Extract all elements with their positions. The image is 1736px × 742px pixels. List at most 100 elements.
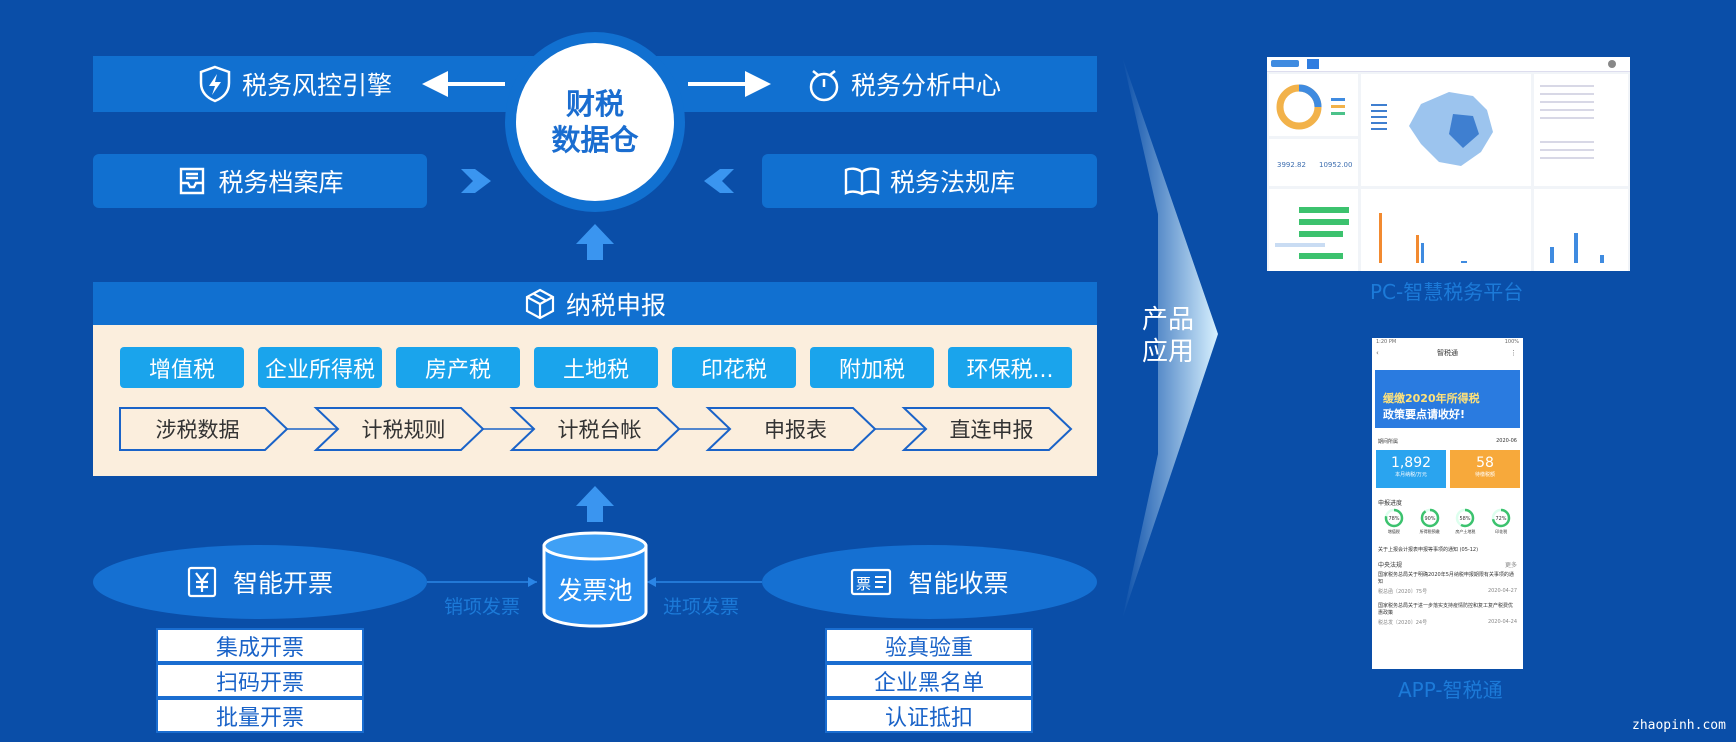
tax-risk-engine[interactable]: 税务风控引擎 bbox=[198, 62, 392, 106]
app-card-pending[interactable]: 58 待缴税额 bbox=[1450, 450, 1520, 488]
pc-number-1: 3992.82 bbox=[1277, 161, 1306, 169]
tax-type-pill[interactable]: 印花税 bbox=[672, 347, 796, 388]
smart-receiving[interactable]: 票 智能收票 bbox=[762, 545, 1097, 619]
tax-filing-title: 纳税申报 bbox=[565, 290, 666, 320]
tax-law-library[interactable]: 税务法规库 bbox=[762, 154, 1097, 208]
invoice-pool-label: 发票池 bbox=[557, 576, 633, 605]
input-invoice-label: 进项发票 bbox=[663, 596, 740, 618]
app-card-tax-label: 本月纳税/万元 bbox=[1395, 472, 1427, 478]
yen-icon bbox=[187, 566, 217, 598]
pc-panel-bars bbox=[1269, 189, 1358, 271]
pc-panel-columns bbox=[1361, 189, 1531, 271]
data-warehouse[interactable]: 财税 数据仓 bbox=[516, 43, 674, 201]
method-item[interactable]: 扫码开票 bbox=[156, 663, 364, 698]
app-law-more[interactable]: 更多 bbox=[1504, 562, 1517, 569]
tax-archive-label: 税务档案库 bbox=[218, 168, 344, 197]
app-period-label: 期间所属 bbox=[1378, 439, 1399, 445]
arrow-in-right-icon bbox=[704, 169, 734, 193]
data-warehouse-line2: 数据仓 bbox=[551, 123, 639, 157]
timer-icon bbox=[809, 70, 839, 102]
method-item[interactable]: 批量开票 bbox=[156, 698, 364, 733]
app-notice[interactable]: 关于上报会计报表申报等事项的通知 (05-12) bbox=[1378, 547, 1479, 553]
pc-number-2: 10952.00 bbox=[1319, 161, 1353, 169]
app-status-battery: 100% bbox=[1504, 339, 1519, 345]
app-card-tax-value: 1,892 bbox=[1390, 455, 1432, 471]
app-card-tax[interactable]: 1,892 本月纳税/万元 bbox=[1376, 450, 1446, 488]
app-banner-line2: 政策要点请收好! bbox=[1383, 408, 1466, 421]
app-progress-ring: 58%房产土地税 bbox=[1455, 508, 1475, 538]
tax-type-pill[interactable]: 企业所得税 bbox=[258, 347, 382, 388]
svg-text:58%: 58% bbox=[1460, 516, 1471, 522]
filing-step-shape[interactable] bbox=[509, 407, 681, 451]
method-item[interactable]: 验真验重 bbox=[825, 628, 1033, 663]
product-chevron bbox=[1122, 56, 1218, 620]
filing-steps: 涉税数据计税规则计税台帐申报表直连申报 bbox=[119, 407, 1073, 451]
filing-step-shape[interactable] bbox=[313, 407, 485, 451]
product-application-label: 产品 应用 bbox=[1142, 304, 1194, 368]
pc-topbar bbox=[1267, 57, 1630, 72]
arrow-up-pool-icon bbox=[576, 486, 614, 522]
archive-tray-icon bbox=[180, 167, 205, 195]
tax-law-library-label: 税务法规库 bbox=[889, 168, 1015, 197]
arrow-right-icon bbox=[688, 71, 771, 97]
filing-step-label: 计税台帐 bbox=[558, 418, 642, 442]
invoice-pool-cylinder[interactable] bbox=[541, 530, 649, 630]
app-status-time: 1:20 PM bbox=[1376, 339, 1397, 345]
tax-type-pill[interactable]: 环保税... bbox=[948, 347, 1072, 388]
tax-type-pill[interactable]: 增值税 bbox=[120, 347, 244, 388]
tax-analysis-center[interactable]: 税务分析中心 bbox=[807, 62, 1001, 106]
method-item[interactable]: 企业黑名单 bbox=[825, 663, 1033, 698]
app-status-bar: 1:20 PM 100% bbox=[1372, 338, 1523, 346]
app-progress-ring: 78%增值税 bbox=[1384, 508, 1404, 538]
open-book-icon bbox=[844, 167, 880, 196]
filing-step-label: 直连申报 bbox=[950, 418, 1034, 442]
app-card-pending-value: 58 bbox=[1476, 455, 1494, 471]
pc-panel-list bbox=[1534, 74, 1628, 186]
app-screenshot[interactable]: 1:20 PM 100% ‹ 智税通 ⋮ 缓缴2020年所得税 政策要点请收好!… bbox=[1372, 338, 1523, 669]
filing-step-label: 计税规则 bbox=[362, 418, 446, 442]
app-more-icon[interactable]: ⋮ bbox=[1510, 349, 1517, 357]
tax-risk-engine-label: 税务风控引擎 bbox=[242, 71, 393, 100]
pc-dashboard-screenshot[interactable]: 3992.82 10952.00 bbox=[1267, 57, 1630, 271]
arrow-up-icon bbox=[576, 224, 614, 260]
app-banner[interactable]: 缓缴2020年所得税 政策要点请收好! bbox=[1375, 370, 1520, 428]
cube-icon bbox=[525, 288, 555, 319]
tax-type-pill[interactable]: 附加税 bbox=[810, 347, 934, 388]
pc-panel-donut bbox=[1269, 74, 1358, 136]
app-law-item[interactable]: 国家税务总局关于明确2020年5月纳税申报期限有关事项的通知税总函〔2020〕7… bbox=[1378, 572, 1517, 595]
tax-type-pill[interactable]: 房产税 bbox=[396, 347, 520, 388]
shield-lightning-icon bbox=[199, 65, 231, 103]
flow-lines bbox=[427, 577, 762, 587]
method-item[interactable]: 认证抵扣 bbox=[825, 698, 1033, 733]
app-period-row: 期间所属 2020-06 bbox=[1378, 438, 1517, 445]
app-progress-title: 申报进度 bbox=[1378, 500, 1403, 507]
app-caption: APP-智税通 bbox=[1398, 678, 1503, 702]
tax-type-pill[interactable]: 土地税 bbox=[534, 347, 658, 388]
method-item[interactable]: 集成开票 bbox=[156, 628, 364, 663]
pc-panel-map bbox=[1361, 74, 1531, 186]
product-application-line2: 应用 bbox=[1142, 337, 1195, 367]
svg-text:90%: 90% bbox=[1424, 516, 1435, 522]
filing-step-shape[interactable] bbox=[901, 407, 1073, 451]
tax-archive[interactable]: 税务档案库 bbox=[93, 154, 427, 208]
product-application-line1: 产品 bbox=[1142, 305, 1195, 335]
filing-step-shape[interactable] bbox=[119, 407, 289, 451]
app-card-pending-label: 待缴税额 bbox=[1474, 472, 1495, 478]
svg-text:78%: 78% bbox=[1388, 516, 1399, 522]
app-nav-title: 智税通 bbox=[1437, 349, 1458, 357]
app-back-icon[interactable]: ‹ bbox=[1376, 349, 1379, 357]
tax-analysis-center-label: 税务分析中心 bbox=[851, 71, 1002, 100]
data-warehouse-line1: 财税 bbox=[565, 87, 624, 121]
app-law-title: 中央法规 bbox=[1378, 562, 1403, 569]
app-period-value: 2020-06 bbox=[1496, 438, 1517, 444]
filing-step-shape[interactable] bbox=[705, 407, 877, 451]
smart-receiving-label: 智能收票 bbox=[908, 569, 1009, 598]
app-law-item[interactable]: 国家税务总局关于进一步落实支持疫情防控和复工复产税费优惠政策税总发〔2020〕2… bbox=[1378, 603, 1517, 626]
app-banner-line1: 缓缴2020年所得税 bbox=[1383, 392, 1480, 405]
app-nav-bar: ‹ 智税通 ⋮ bbox=[1372, 346, 1523, 360]
tax-filing-header: 纳税申报 bbox=[93, 282, 1097, 325]
watermark: zhaopinh.com bbox=[1632, 718, 1726, 733]
smart-invoicing[interactable]: 智能开票 bbox=[93, 545, 427, 619]
smart-invoicing-label: 智能开票 bbox=[232, 569, 333, 598]
